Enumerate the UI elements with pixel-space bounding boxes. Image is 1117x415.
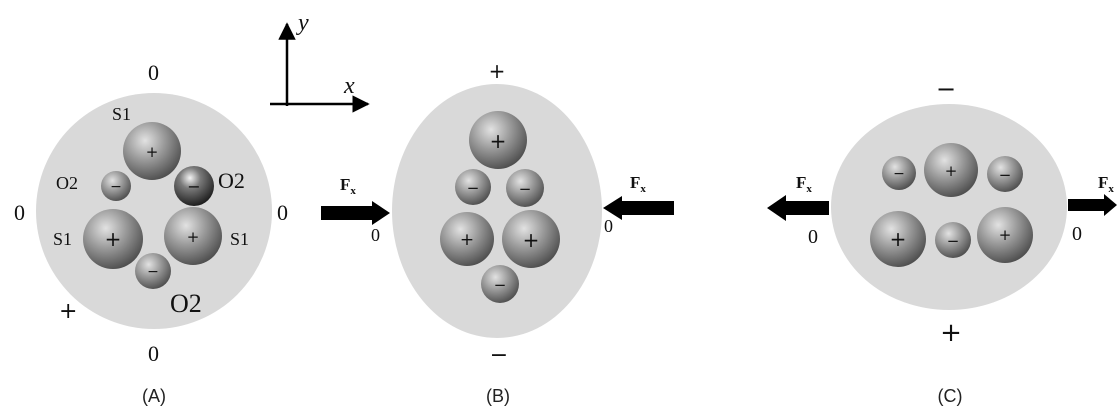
sphere-b-low-right: + <box>502 210 560 268</box>
sphere-sign: + <box>523 228 540 252</box>
panel-a-right-zero: 0 <box>277 200 288 225</box>
sphere-b-bottom: − <box>481 265 519 303</box>
panel-a-cell <box>36 93 272 329</box>
sphere-sign: − <box>110 179 122 195</box>
sphere-c-top-center: + <box>924 143 978 197</box>
zero-b-left: 0 <box>371 225 380 245</box>
sphere-a-s1-left: + <box>83 209 143 269</box>
force-arrow-b-left <box>321 201 390 225</box>
panel-b-cell <box>392 84 602 338</box>
sphere-b-low-left: + <box>440 212 494 266</box>
panel-c-top-sign: − <box>936 75 956 103</box>
sphere-c-bottom-left: + <box>870 211 926 267</box>
sphere-sign: + <box>999 226 1012 244</box>
force-label-b-left: Fx <box>340 175 356 197</box>
zero-c-left: 0 <box>808 226 818 248</box>
panel-c-bottom-sign: + <box>940 318 962 348</box>
sphere-sign: + <box>490 129 507 153</box>
sphere-a-o2-right: − <box>174 166 214 206</box>
sphere-c-top-right: − <box>987 156 1023 192</box>
label-s1-left: S1 <box>53 229 72 249</box>
y-axis-label: y <box>296 10 309 36</box>
panel-c: − + − + − + − + (C) <box>831 75 1067 406</box>
panel-a-top-zero: 0 <box>148 60 159 85</box>
sphere-c-bottom-center: − <box>935 222 971 258</box>
force-arrow-c-left <box>767 195 829 221</box>
sphere-sign: + <box>105 227 122 251</box>
sphere-sign: + <box>146 143 159 161</box>
label-o2-right: O2 <box>218 168 245 193</box>
sphere-sign: − <box>147 264 159 280</box>
panel-b-top-sign: + <box>489 59 506 83</box>
sphere-c-top-left: − <box>882 156 916 190</box>
panel-a-bottom-zero: 0 <box>148 341 159 366</box>
panel-b-forces: Fx 0 Fx 0 <box>321 173 674 245</box>
panel-b: + − + − − + + − (B) <box>392 59 602 406</box>
sphere-sign: + <box>945 162 958 180</box>
sphere-sign: − <box>494 276 507 294</box>
force-label-c-right: Fx <box>1098 173 1114 195</box>
sphere-sign: − <box>187 177 200 196</box>
panel-a-caption: (A) <box>142 386 166 406</box>
force-arrow-c-right <box>1068 194 1117 216</box>
sphere-a-s1-right: + <box>164 207 222 265</box>
sphere-a-o2-left: − <box>101 171 131 201</box>
panel-a: 0 0 0 0 + S1 O2 O2 S1 S1 O2 + − − + + <box>14 60 288 406</box>
label-o2-bottom: O2 <box>170 289 202 318</box>
zero-c-right: 0 <box>1072 223 1082 245</box>
label-s1-right: S1 <box>230 229 249 249</box>
panel-b-caption: (B) <box>486 386 510 406</box>
sphere-sign: − <box>947 232 960 250</box>
sphere-b-mid-left: − <box>455 169 491 205</box>
sphere-a-s1-top: + <box>123 122 181 180</box>
panel-c-caption: (C) <box>938 386 963 406</box>
force-label-b-right: Fx <box>630 173 646 195</box>
panel-c-cell <box>831 104 1067 310</box>
sphere-sign: − <box>467 179 480 197</box>
force-label-c-left: Fx <box>796 173 812 195</box>
sphere-sign: − <box>999 166 1012 184</box>
sphere-b-top: + <box>469 111 527 169</box>
axes-indicator: y x <box>270 10 370 113</box>
sphere-sign: − <box>893 166 905 182</box>
sphere-sign: + <box>460 230 474 250</box>
sphere-sign: + <box>890 227 907 251</box>
label-s1-top: S1 <box>112 104 131 124</box>
sphere-a-o2-bottom: − <box>135 253 171 289</box>
panel-c-forces: Fx 0 Fx 0 <box>767 173 1117 248</box>
zero-b-right: 0 <box>604 216 613 236</box>
label-o2-left: O2 <box>56 173 78 193</box>
force-arrow-b-right <box>603 196 674 220</box>
panel-b-bottom-sign: − <box>490 343 508 368</box>
sphere-sign: + <box>187 228 200 246</box>
sphere-c-bottom-right: + <box>977 207 1033 263</box>
panel-a-left-zero: 0 <box>14 200 25 225</box>
sphere-b-mid-right: − <box>506 169 544 207</box>
panel-a-plus-sign: + <box>59 299 77 324</box>
x-axis-label: x <box>343 73 355 99</box>
sphere-sign: − <box>519 180 532 198</box>
